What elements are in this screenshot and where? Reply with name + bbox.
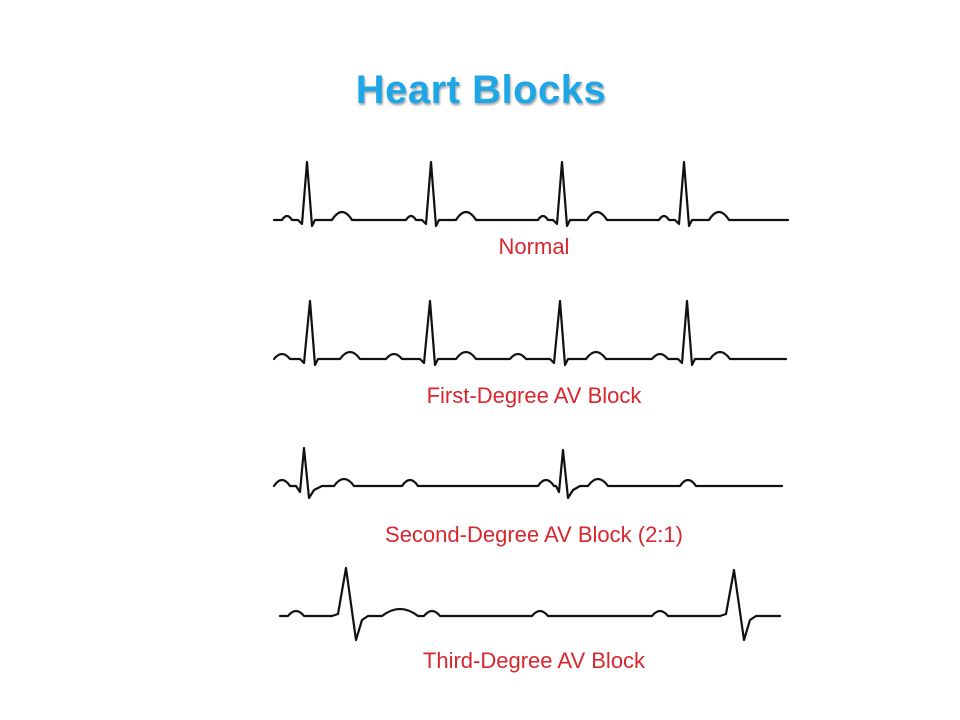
ecg-strip-third-degree: Third-Degree AV Block bbox=[274, 556, 794, 676]
ecg-waveform-normal bbox=[272, 160, 790, 228]
strip-label-third-degree: Third-Degree AV Block bbox=[422, 648, 646, 673]
ecg-strip-normal: Normal bbox=[272, 152, 794, 268]
strip-label-second-degree: Second-Degree AV Block (2:1) bbox=[385, 522, 683, 547]
ecg-waveform-first-degree bbox=[272, 299, 788, 367]
ecg-strip-first-degree: First-Degree AV Block bbox=[272, 295, 794, 411]
ecg-waveform-third-degree bbox=[278, 566, 782, 642]
ecg-trace-normal bbox=[272, 160, 790, 228]
strip-label-first-degree: First-Degree AV Block bbox=[426, 383, 642, 408]
ecg-trace-third-degree bbox=[278, 566, 782, 642]
ecg-waveform-second-degree bbox=[272, 446, 784, 500]
strip-label-normal: Normal bbox=[498, 234, 570, 259]
ecg-strip-second-degree: Second-Degree AV Block (2:1) bbox=[272, 440, 794, 550]
slide-title: Heart Blocks bbox=[355, 68, 607, 112]
ecg-trace-first-degree bbox=[272, 299, 788, 367]
ecg-trace-second-degree bbox=[272, 446, 784, 500]
